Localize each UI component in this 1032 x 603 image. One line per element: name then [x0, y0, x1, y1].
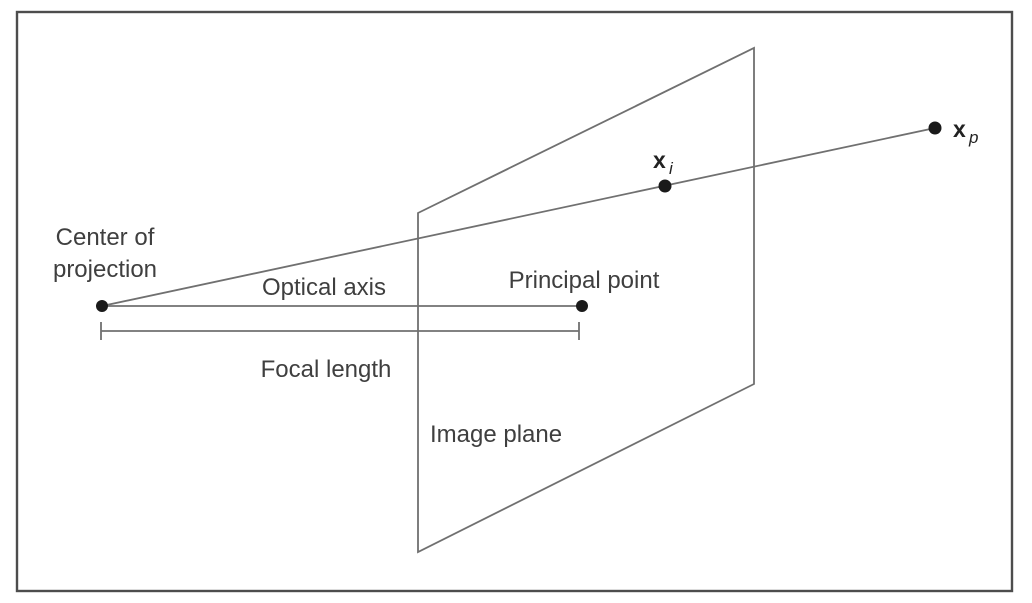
- image-plane-quad: [417, 46, 755, 554]
- figure-border: [15, 10, 1014, 593]
- image-point-label-subscript: i: [669, 159, 674, 178]
- world-point-label-base: x: [953, 116, 966, 142]
- principal-point-label: Principal point: [509, 267, 660, 294]
- projection-ray-line: [101, 127, 936, 307]
- world-point-dot: [928, 121, 942, 135]
- center-of-projection-dot: [96, 300, 108, 312]
- optical-axis-label: Optical axis: [262, 274, 386, 301]
- image-point-dot: [658, 179, 672, 193]
- world-point-label-subscript: p: [968, 128, 978, 147]
- image-point-label-base: x: [653, 147, 666, 173]
- center-of-projection-label-line1: Center of: [56, 224, 155, 251]
- focal-length-label: Focal length: [261, 356, 392, 383]
- principal-point-dot: [576, 300, 588, 312]
- center-of-projection-label-line2: projection: [53, 256, 157, 283]
- image-plane-label: Image plane: [430, 421, 562, 448]
